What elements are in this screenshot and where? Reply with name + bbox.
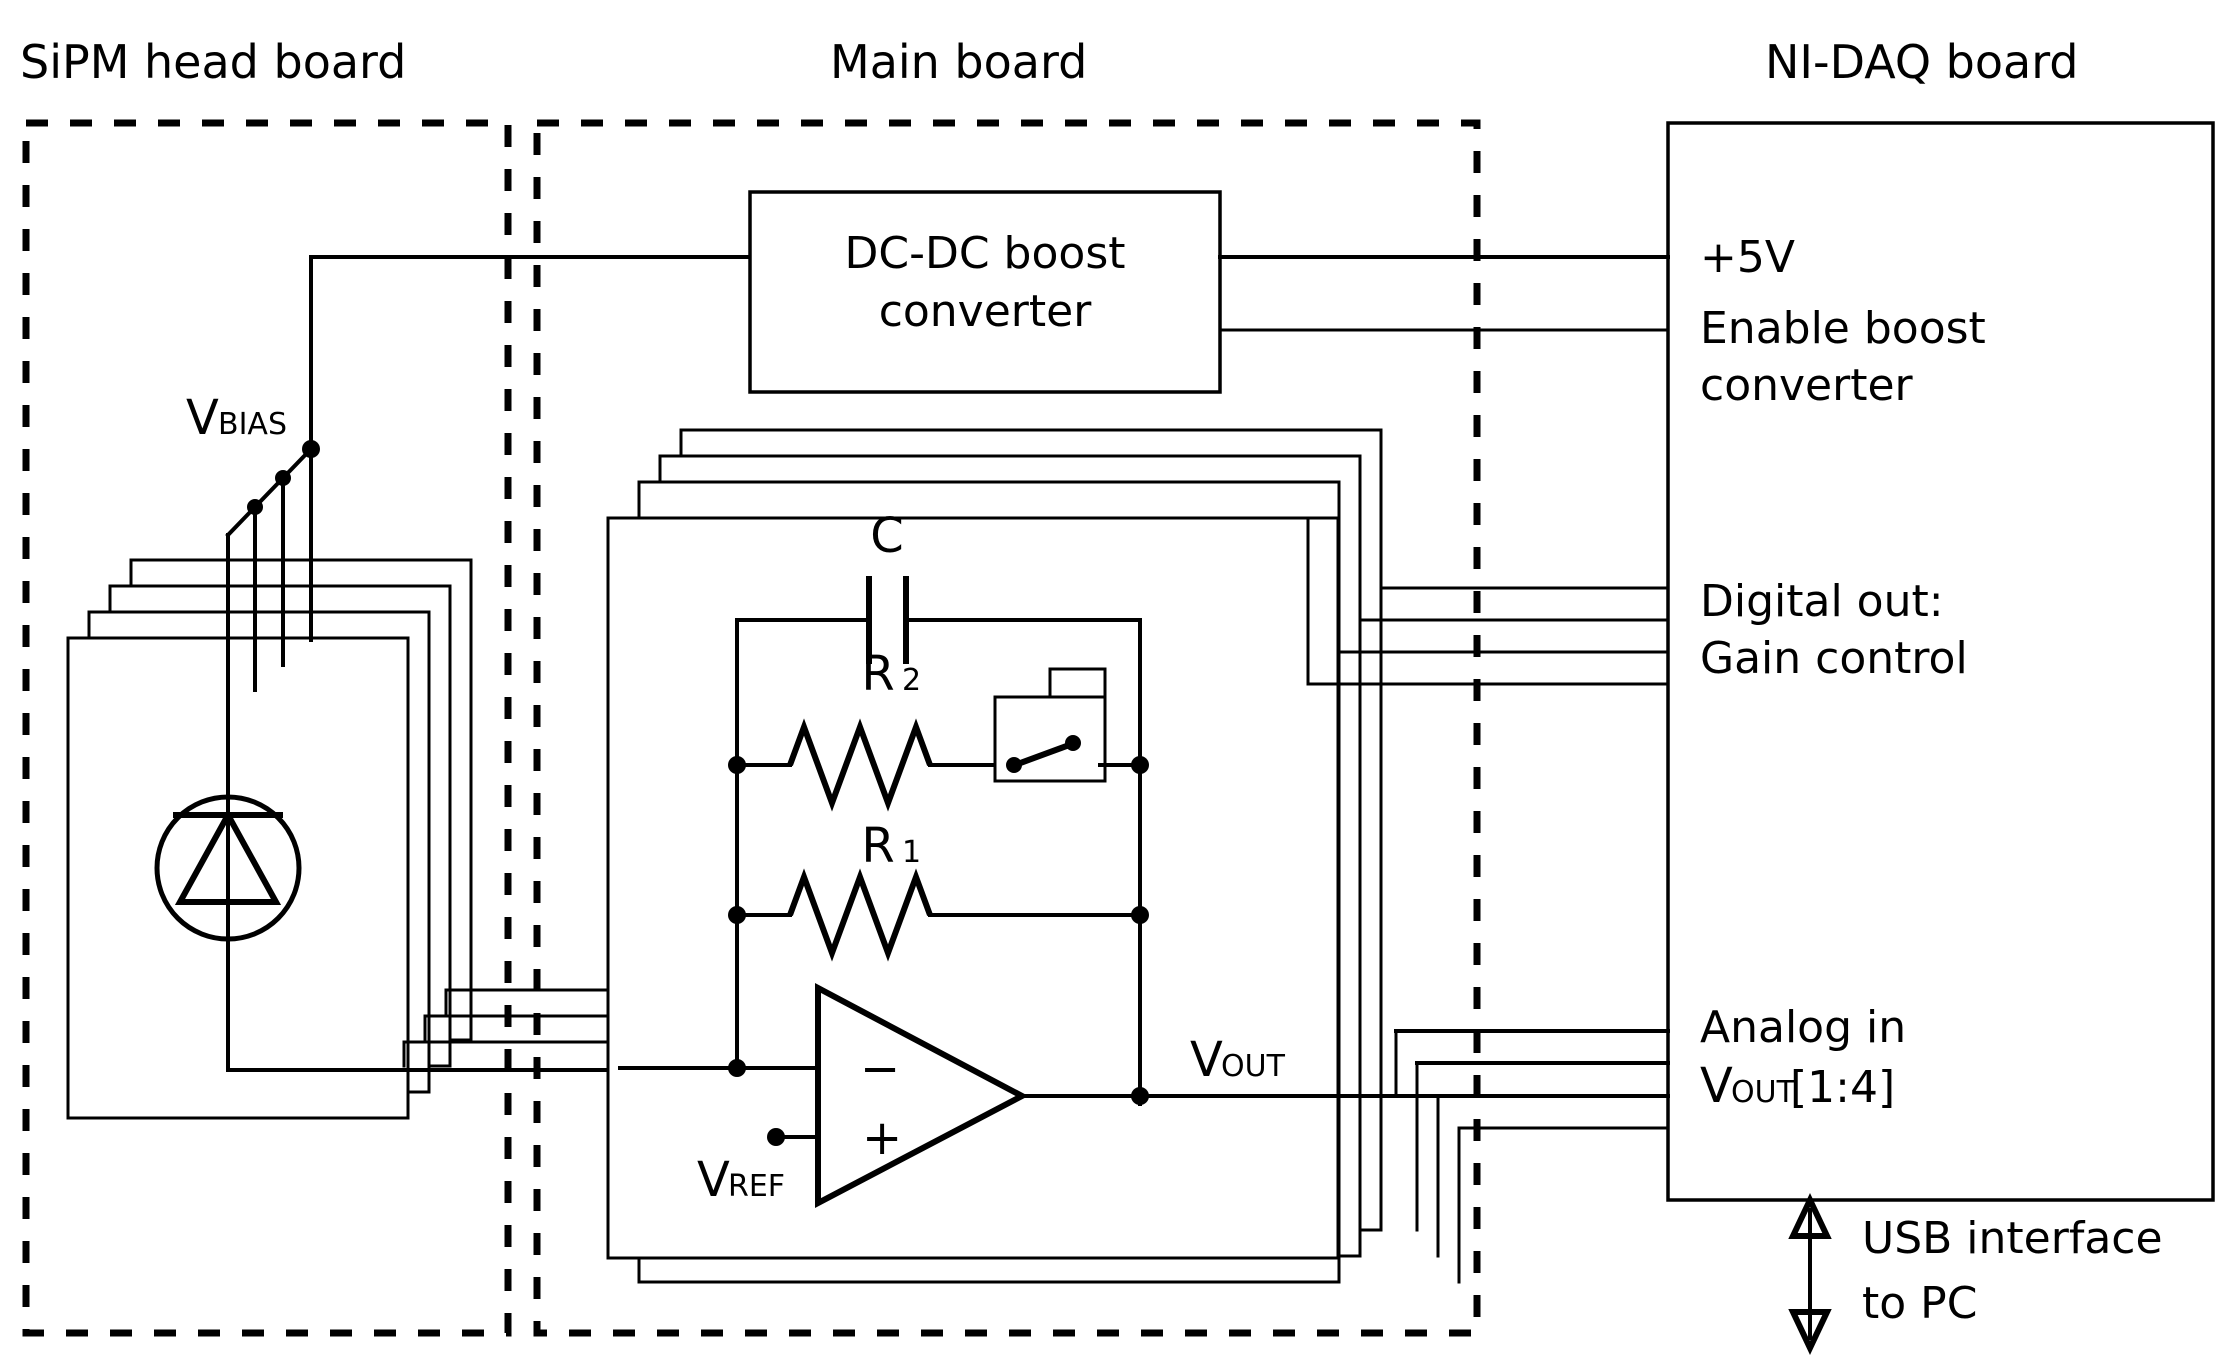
daq-analog-v-subscript: OUT [1731, 1075, 1796, 1110]
vref-label: V REF [697, 1152, 785, 1208]
dc-dc-boost-converter: DC-DC boost converter [748, 190, 1670, 394]
boost-converter-box [748, 190, 1222, 394]
main-board-title: Main board [830, 35, 1087, 89]
vout-subscript: OUT [1221, 1049, 1286, 1084]
usb-label-line2: to PC [1862, 1278, 1977, 1329]
daq-enable-label-line1: Enable boost [1700, 303, 1986, 354]
amp-channel-stack [606, 428, 1383, 1284]
opamp-triangle-icon: − + V REF [618, 983, 1398, 1208]
daq-analog-range: [1:4] [1790, 1062, 1895, 1113]
r1-subscript: 1 [902, 835, 921, 870]
r1-label: R [861, 818, 894, 874]
sipm-channel-board-1 [66, 636, 410, 1120]
double-arrow-icon [1788, 1192, 1832, 1356]
noninverting-input-symbol: + [862, 1110, 902, 1166]
feedback-network: C R 2 R 1 [728, 508, 1149, 1106]
switch-pivot-node [1006, 757, 1022, 773]
vbias-node-4 [302, 440, 320, 458]
r1-right-node [1131, 906, 1149, 924]
inverting-input-symbol: − [860, 1041, 900, 1097]
vout-label: V OUT [1190, 1032, 1286, 1088]
usb-arrow-up-head [1788, 1192, 1832, 1239]
boost-converter-label-line2: converter [879, 286, 1093, 337]
sipm-output-bus [226, 988, 622, 1072]
amp-channel-board-1 [606, 516, 1340, 1260]
daq-analog-v-letter: V [1700, 1058, 1733, 1114]
daq-board-box [1666, 121, 2215, 1202]
analog-out-bus [1394, 1029, 1670, 1284]
usb-arrow-down-head [1788, 1309, 1832, 1356]
r2-left-node [728, 756, 746, 774]
resistor-r2-zigzag [787, 718, 933, 812]
vbias-letter: V [186, 390, 219, 446]
boost-converter-label-line1: DC-DC boost [844, 228, 1125, 279]
main-board-boundary [533, 119, 1481, 1337]
sipm-board-boundary [22, 119, 512, 1337]
daq-digital-label-line1: Digital out: [1700, 576, 1944, 627]
daq-enable-label-line2: converter [1700, 360, 1914, 411]
daq-supply-label: +5V [1700, 232, 1795, 283]
resistor-r1-zigzag [787, 868, 933, 962]
usb-label-line1: USB interface [1862, 1213, 2163, 1264]
daq-digital-label-line2: Gain control [1700, 633, 1968, 684]
sipm-board-title: SiPM head board [20, 35, 406, 89]
sipm-channel-stack [66, 558, 473, 1120]
vref-subscript: REF [728, 1169, 785, 1204]
vbias-node-3 [275, 470, 291, 486]
vbias-subscript: BIAS [218, 407, 287, 442]
spst-switch-icon [1013, 741, 1074, 768]
capacitor-label: C [870, 508, 904, 564]
vbias-node-2 [247, 499, 263, 515]
opamp-body [815, 983, 1029, 1208]
daq-board-title: NI-DAQ board [1765, 35, 2079, 89]
r2-label: R [861, 646, 894, 702]
vref-terminal-node [767, 1128, 785, 1146]
switch-contact-node [1065, 735, 1081, 751]
daq-analog-label-line2: V OUT [1:4] [1700, 1058, 1895, 1114]
vbias-label: V BIAS [186, 390, 287, 446]
inverting-input-node [728, 1059, 746, 1077]
gain-control-bus [1306, 428, 1670, 686]
r2-right-node [1131, 756, 1149, 774]
opamp-output-node [1131, 1087, 1149, 1105]
r2-subscript: 2 [902, 663, 921, 698]
vout-letter: V [1190, 1032, 1223, 1088]
r1-left-node [728, 906, 746, 924]
vref-letter: V [697, 1152, 730, 1208]
daq-analog-label-line1: Analog in [1700, 1002, 1906, 1053]
photodiode-icon [154, 794, 302, 1072]
